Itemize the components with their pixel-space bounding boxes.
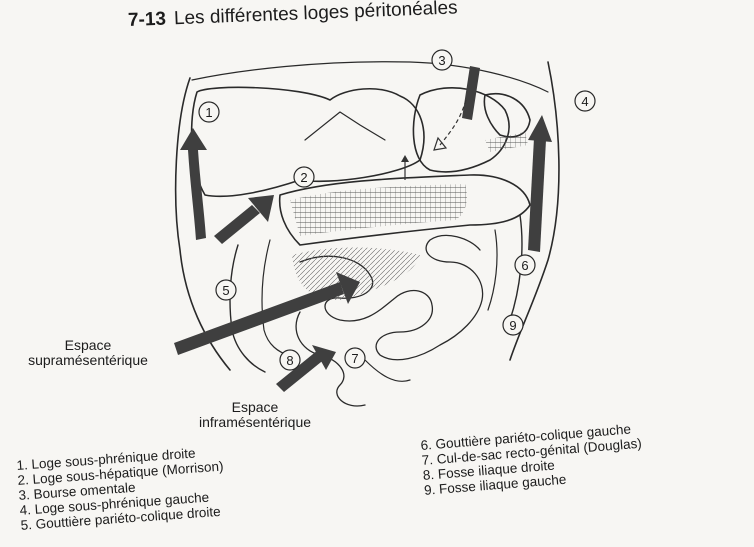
marker-8: 8 — [286, 353, 293, 368]
ascending-colon-inner — [262, 240, 290, 356]
arrow-1-head — [180, 128, 207, 150]
arrow-3-shaft — [462, 66, 480, 120]
marker-3: 3 — [438, 53, 445, 68]
legend-left: 1. Loge sous-phrénique droite 2. Loge so… — [16, 444, 227, 533]
label-supramesenteric: Espace supramésentérique — [8, 338, 168, 368]
marker-2: 2 — [300, 170, 307, 185]
arrow-4-shaft — [528, 138, 546, 252]
bursa-dashed-arrow — [440, 100, 466, 145]
spleen-ligament — [485, 132, 528, 152]
label-inframesenteric-line2: inframésentérique — [180, 415, 330, 430]
small-up-arrow-head — [401, 155, 409, 162]
marker-4: 4 — [581, 94, 588, 109]
marker-1: 1 — [205, 105, 212, 120]
ascending-colon — [230, 245, 265, 372]
arrow-4-head — [528, 115, 552, 142]
mesentery — [292, 248, 420, 301]
label-supramesenteric-line1: Espace — [8, 338, 168, 353]
rectum — [365, 360, 410, 381]
label-inframesenteric-line1: Espace — [180, 400, 330, 415]
label-inframesenteric: Espace inframésentérique — [180, 400, 330, 430]
marker-5: 5 — [222, 283, 229, 298]
descending-colon-inner — [488, 230, 497, 310]
liver-lobe-line — [305, 112, 385, 140]
label-supramesenteric-line2: supramésentérique — [8, 353, 168, 368]
marker-9: 9 — [509, 318, 516, 333]
arrow-1-shaft — [188, 150, 206, 240]
arrow-supramesenteric-shaft — [174, 282, 344, 355]
marker-7: 7 — [351, 351, 358, 366]
arrow-2-shaft — [214, 205, 260, 244]
marker-6: 6 — [521, 258, 528, 273]
